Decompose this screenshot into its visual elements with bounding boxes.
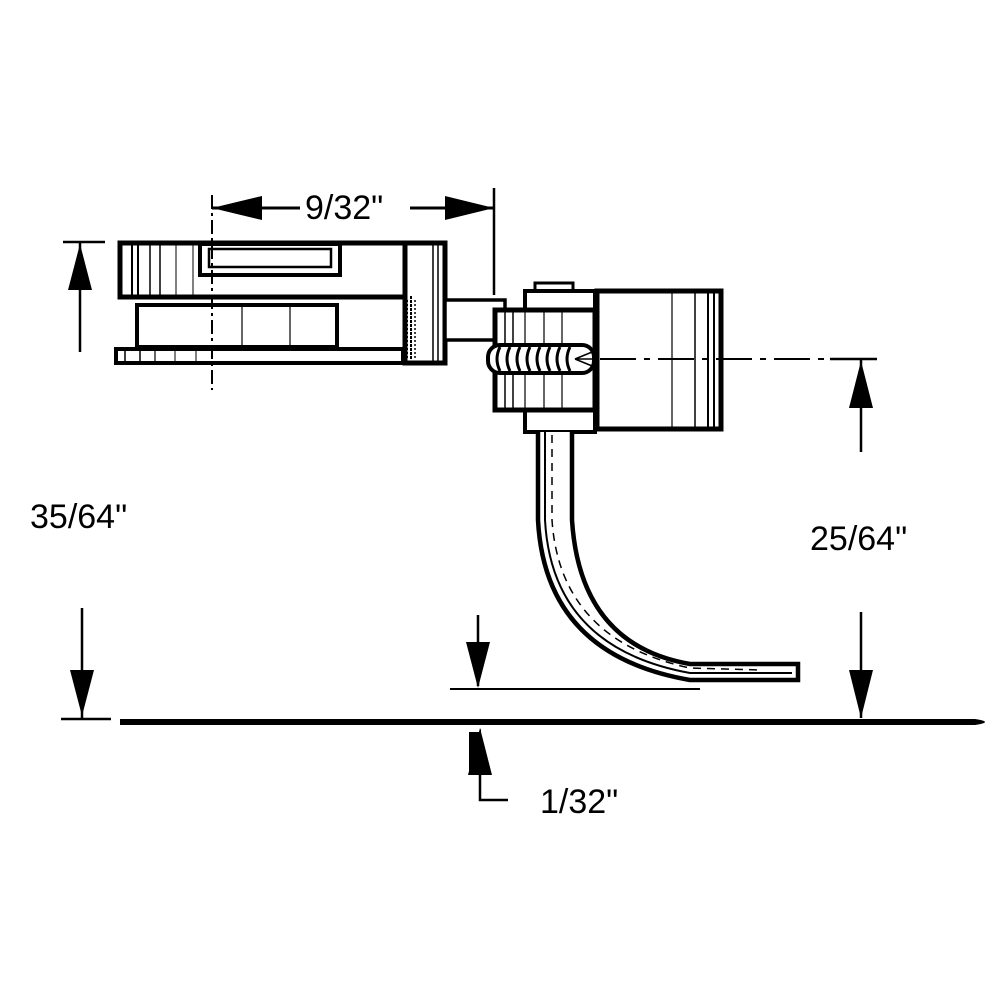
dimension-right	[830, 357, 877, 718]
dimension-left	[61, 240, 111, 721]
dimension-label-35-64: 35/64"	[30, 498, 128, 536]
dimension-label-9-32: 9/32"	[305, 189, 384, 227]
dimension-top	[212, 188, 496, 295]
dimension-bottom	[450, 615, 700, 802]
centerlines	[211, 195, 875, 390]
dimension-label-1-32: 1/32"	[540, 783, 619, 821]
dimension-label-25-64: 25/64"	[810, 520, 908, 558]
draft-gear-box	[114, 240, 448, 366]
trip-pin	[535, 432, 801, 683]
coupler-head	[486, 281, 724, 434]
rail-line	[120, 719, 985, 725]
